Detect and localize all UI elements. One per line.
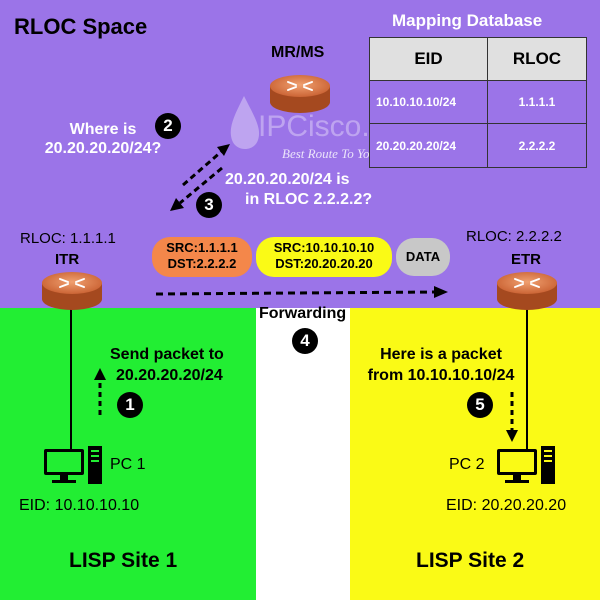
query-arrowhead [217, 144, 230, 156]
pc1-label: PC 1 [110, 456, 146, 473]
reply-line-1: 20.20.20.20/24 is [225, 171, 350, 188]
mapping-database-table: EID RLOC 10.10.10.10/24 1.1.1.1 20.20.20… [369, 37, 587, 168]
send-line-1: Send packet to [110, 346, 224, 363]
etr-rloc-label: RLOC: 2.2.2.2 [466, 228, 562, 245]
send-text: Send packet to 20.20.20.20/24 [110, 344, 224, 386]
reply-line-2: in RLOC 2.2.2.2? [245, 191, 373, 208]
etr-label: ETR [511, 251, 541, 268]
deliver-arrowhead [506, 430, 518, 442]
itr-rloc-label: RLOC: 1.1.1.1 [20, 230, 116, 247]
step-3-badge: 3 [196, 192, 222, 218]
step-5-badge: 5 [467, 392, 493, 418]
reply-arrow [179, 166, 223, 205]
reply-arrowhead [170, 198, 184, 211]
query-text: Where is 20.20.20.20/24? [28, 120, 178, 158]
mapping-row: 20.20.20.20/24 2.2.2.2 [369, 123, 587, 168]
pc1-computer-icon [44, 446, 102, 484]
query-arrow [182, 149, 223, 187]
here-line-2: from 10.10.10.10/24 [367, 367, 515, 384]
step-4-badge: 4 [292, 328, 318, 354]
pc1-eid-label: EID: 10.10.10.10 [19, 497, 140, 514]
forwarding-label: Forwarding [259, 305, 347, 322]
mrms-router-icon [270, 75, 330, 113]
pc2-label: PC 2 [449, 456, 485, 473]
inner-dst: DST:20.20.20.20 [275, 256, 373, 271]
itr-label: ITR [55, 251, 80, 268]
inner-src: SRC:10.10.10.10 [273, 240, 375, 255]
here-line-1: Here is a packet [380, 346, 502, 363]
mapping-header-rloc: RLOC [487, 37, 587, 81]
mapping-database-title: Mapping Database [392, 11, 543, 30]
send-line-2: 20.20.20.20/24 [116, 367, 223, 384]
mapping-rloc-cell: 1.1.1.1 [487, 80, 587, 124]
send-arrowhead [94, 368, 106, 380]
etr-router-icon [497, 272, 557, 310]
mrms-label: MR/MS [271, 44, 325, 61]
data-pill: DATA [396, 238, 450, 276]
step-2-badge: 2 [155, 113, 181, 139]
inner-header-pill: SRC:10.10.10.10 DST:20.20.20.20 [256, 237, 392, 277]
lisp-site-2-label: LISP Site 2 [416, 549, 525, 572]
step-1-badge: 1 [117, 392, 143, 418]
rloc-space-title: RLOC Space [14, 14, 148, 39]
outer-src: SRC:1.1.1.1 [166, 240, 238, 255]
mapping-row: 10.10.10.10/24 1.1.1.1 [369, 80, 587, 124]
lisp-site-1-region [0, 308, 256, 600]
outer-header-pill: SRC:1.1.1.1 DST:2.2.2.2 [152, 237, 252, 277]
here-text: Here is a packet from 10.10.10.10/24 [356, 344, 526, 386]
lisp-site-2-region [350, 308, 600, 600]
watermark-logo-icon [230, 96, 260, 149]
reply-text: 20.20.20.20/24 is in RLOC 2.2.2.2? [225, 170, 372, 210]
mapping-header-eid: EID [369, 37, 488, 81]
pc2-eid-label: EID: 20.20.20.20 [446, 497, 567, 514]
mapping-rloc-cell: 2.2.2.2 [487, 123, 587, 168]
pc2-computer-icon [497, 446, 555, 484]
mapping-eid-cell: 20.20.20.20/24 [369, 123, 488, 168]
forwarding-arrow [155, 290, 437, 296]
itr-router-icon [42, 272, 102, 310]
outer-dst: DST:2.2.2.2 [167, 256, 237, 271]
middle-region [256, 308, 350, 600]
mapping-eid-cell: 10.10.10.10/24 [369, 80, 488, 124]
query-line-2: 20.20.20.20/24? [44, 140, 162, 157]
query-line-1: Where is [69, 121, 137, 138]
forwarding-arrowhead [434, 286, 448, 298]
lisp-site-1-label: LISP Site 1 [69, 549, 178, 572]
mapping-header-row: EID RLOC [369, 37, 587, 81]
